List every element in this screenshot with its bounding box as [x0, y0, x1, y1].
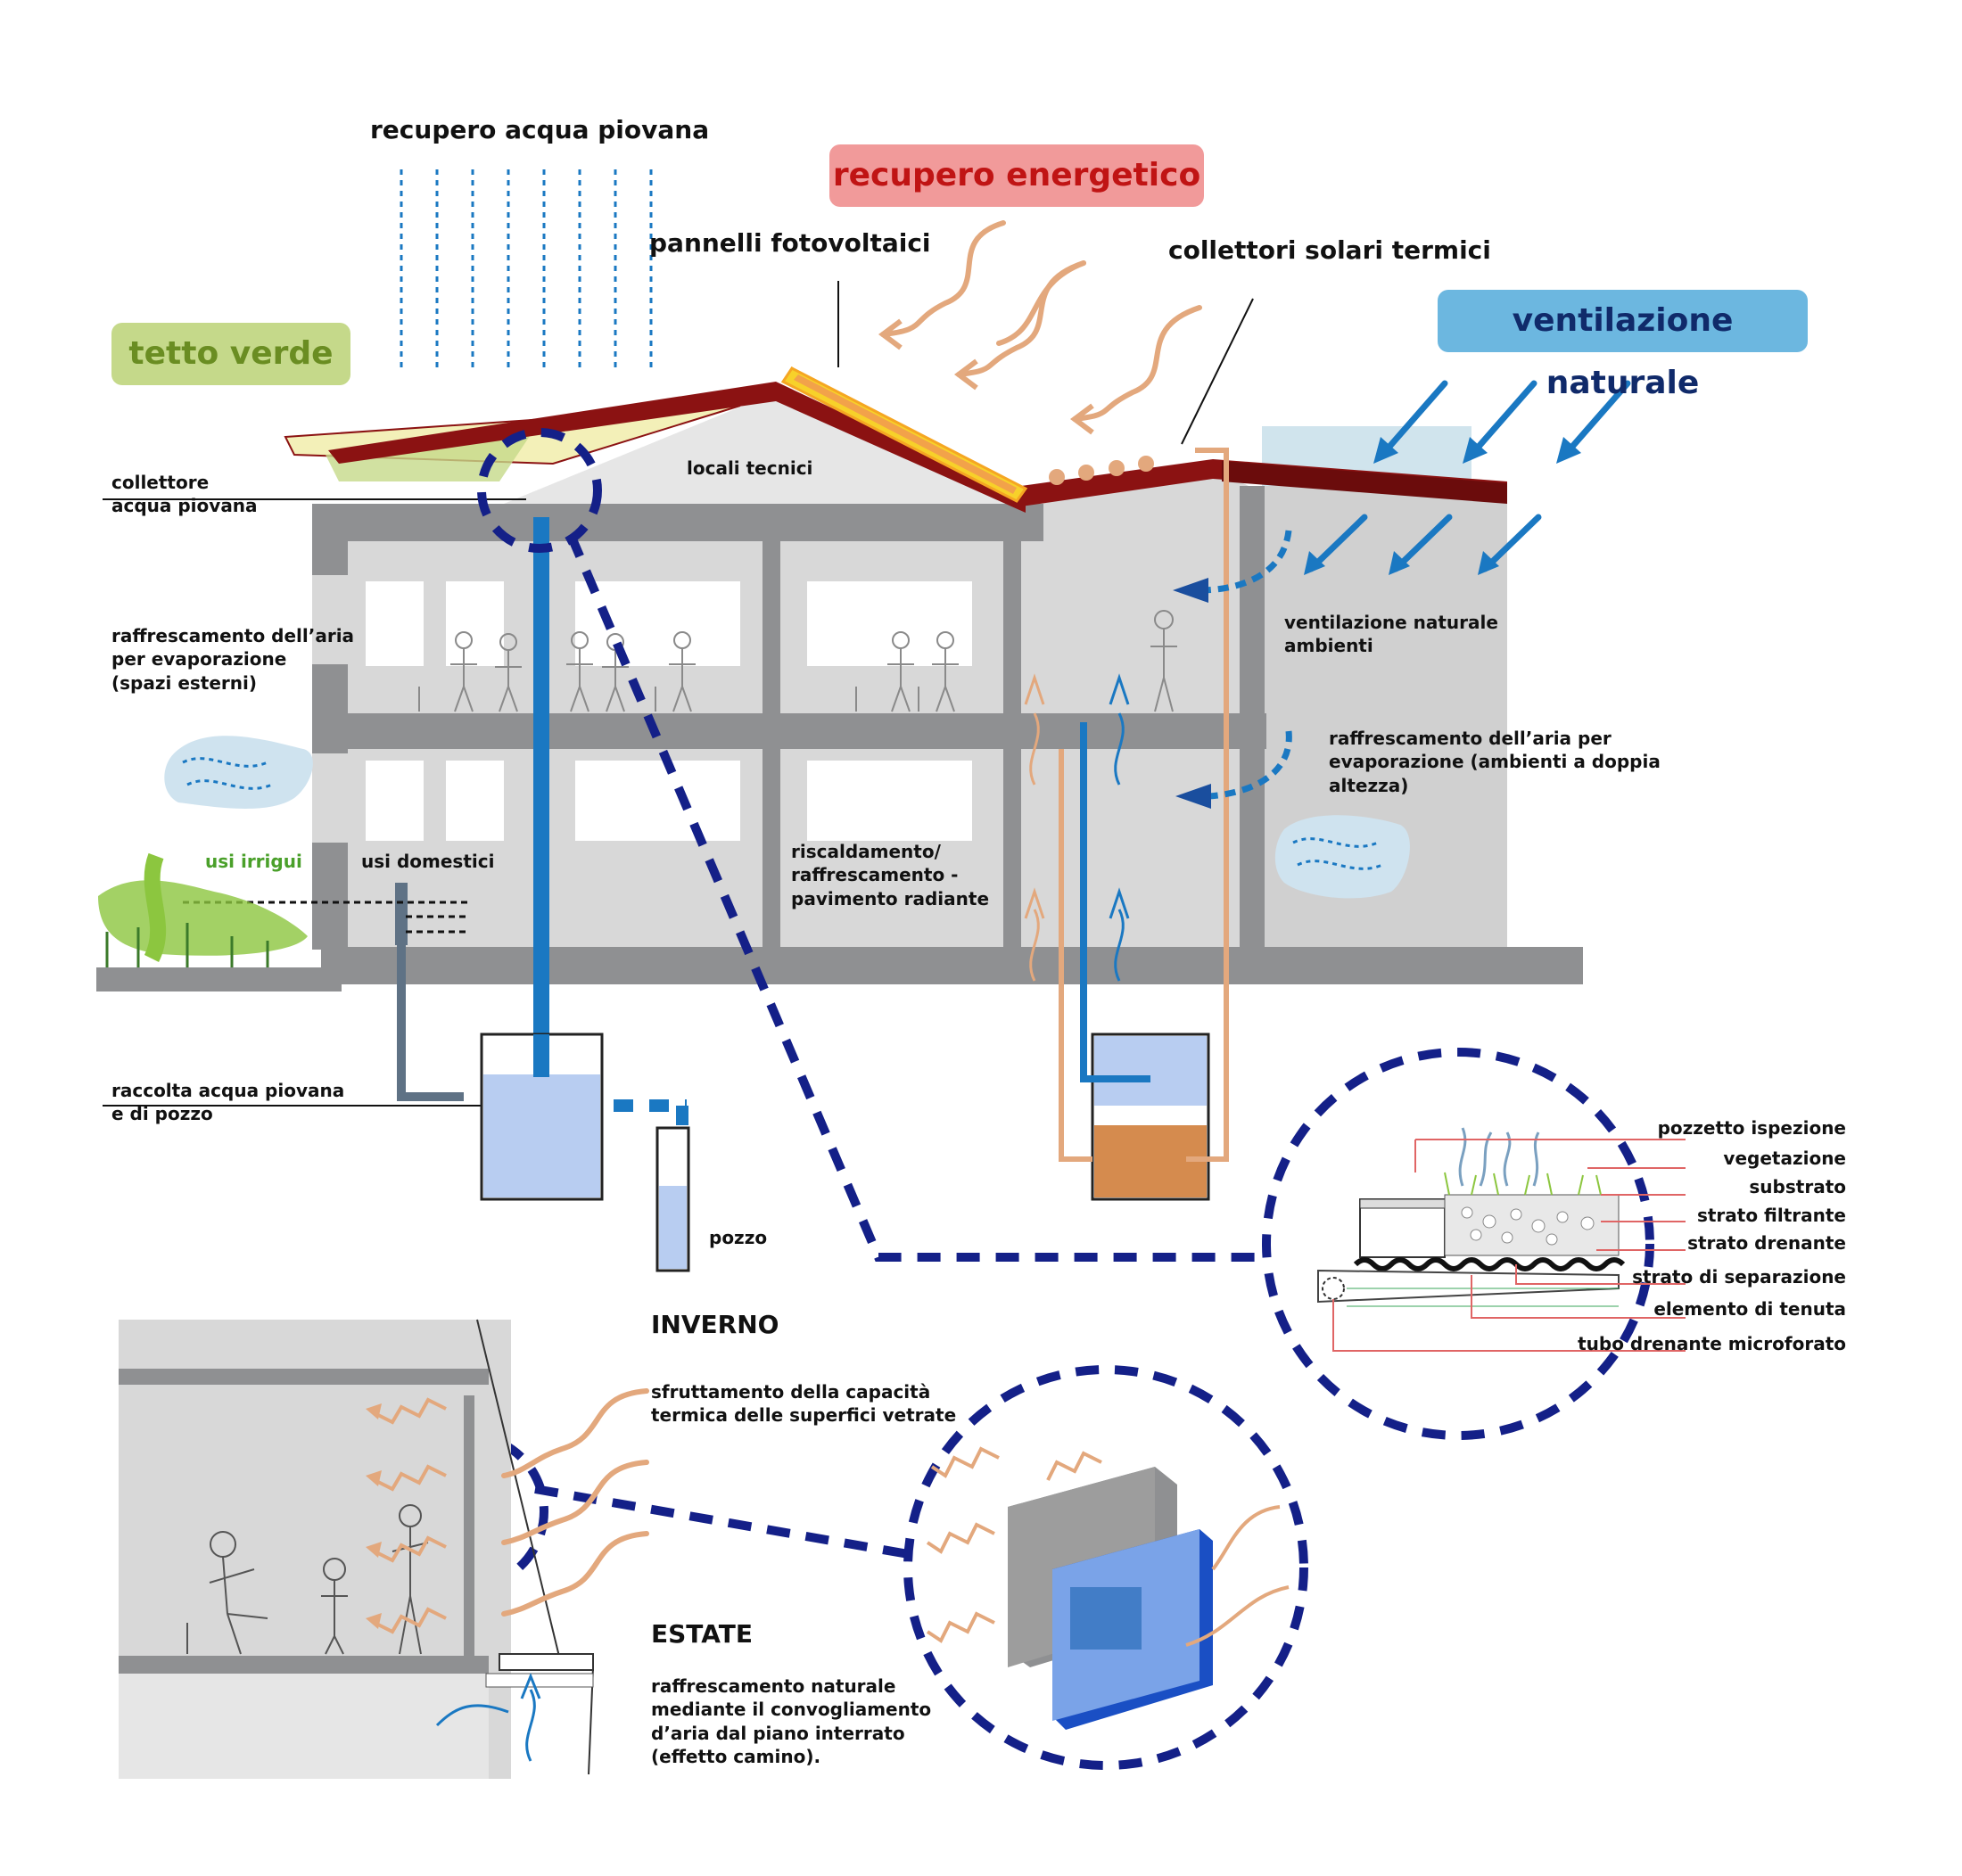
label-pv-panels: pannelli fotovoltaici — [649, 228, 931, 258]
label-winter: INVERNO — [651, 1310, 779, 1339]
roof — [328, 382, 1507, 513]
pill-natural-ventilation: ventilazione naturale — [1438, 290, 1808, 401]
green-roof-detail — [1317, 1127, 1686, 1352]
ventilation-arrow-heads — [1304, 437, 1581, 575]
pill-energy-recovery: recupero energetico — [829, 144, 1204, 207]
pointer-lines — [103, 281, 1254, 1107]
layer-label-inspection: pozzetto ispezione — [1657, 1117, 1846, 1139]
glass-detail-arrows — [926, 1446, 1290, 1647]
label-rainwater-storage: raccolta acqua piovana e di pozzo — [111, 1080, 345, 1125]
label-solar-collectors: collettori solari termici — [1168, 235, 1491, 265]
label-room-ventilation: ventilazione naturale ambienti — [1284, 612, 1498, 657]
label-radiant-floor: riscaldamento/ raffrescamento - paviment… — [791, 841, 990, 909]
label-outdoor-cooling: raffrescamento dell’aria per evaporazion… — [111, 625, 355, 694]
section-people — [186, 1504, 429, 1655]
label-summer-description: raffrescamento naturale mediante il conv… — [651, 1675, 932, 1768]
label-rainwater-collector: collettore acqua piovana — [111, 472, 258, 517]
label-winter-description: sfruttamento della capacità termica dell… — [651, 1381, 957, 1427]
building-section — [96, 392, 1583, 991]
label-irrigation: usi irrigui — [205, 851, 302, 872]
heat-storage — [1059, 448, 1229, 1201]
label-rainwater-recovery: recupero acqua piovana — [370, 115, 710, 144]
glass-detail — [1008, 1467, 1213, 1730]
label-summer: ESTATE — [651, 1619, 753, 1649]
ventilation-arrows — [1307, 380, 1631, 572]
indoor-vent-arrows — [1203, 530, 1292, 800]
layer-label-vegetation: vegetazione — [1723, 1148, 1846, 1169]
pill-green-roof: tetto verde — [111, 323, 350, 385]
windows — [366, 581, 972, 841]
label-well: pozzo — [709, 1227, 768, 1248]
domestic-pipe — [397, 883, 464, 1101]
section-heat-heads — [366, 1403, 382, 1629]
layer-label-drain-pipe: tubo drenante microforato — [1578, 1333, 1846, 1354]
solar-thermal-collectors — [1049, 456, 1154, 485]
irrigated-plants — [98, 852, 308, 967]
label-technical-rooms: locali tecnici — [687, 457, 813, 479]
layer-label-drainage: strato drenante — [1687, 1232, 1846, 1254]
section-heat-arrows — [374, 1397, 447, 1634]
label-double-height-cooling: raffrescamento dell’aria per evaporazion… — [1329, 728, 1661, 796]
section-detail — [119, 1319, 594, 1779]
rain-lines — [400, 169, 653, 370]
warm-air-arrows — [1024, 673, 1045, 982]
label-domestic-use: usi domestici — [361, 851, 495, 872]
layer-label-filter: strato filtrante — [1696, 1205, 1846, 1226]
layer-label-waterproofing: elemento di tenuta — [1653, 1298, 1846, 1320]
cool-air-arrows — [1109, 673, 1130, 982]
layer-label-separation: strato di separazione — [1632, 1266, 1846, 1288]
mist-clouds — [164, 736, 1410, 899]
energy-arrows — [880, 220, 1202, 422]
section-sun-arrows — [501, 1388, 649, 1617]
layer-label-substrate: substrato — [1749, 1176, 1846, 1197]
indoor-vent-heads — [1173, 578, 1211, 809]
energy-arrow-heads — [878, 318, 1094, 435]
section-cool-arrows — [435, 1672, 541, 1762]
